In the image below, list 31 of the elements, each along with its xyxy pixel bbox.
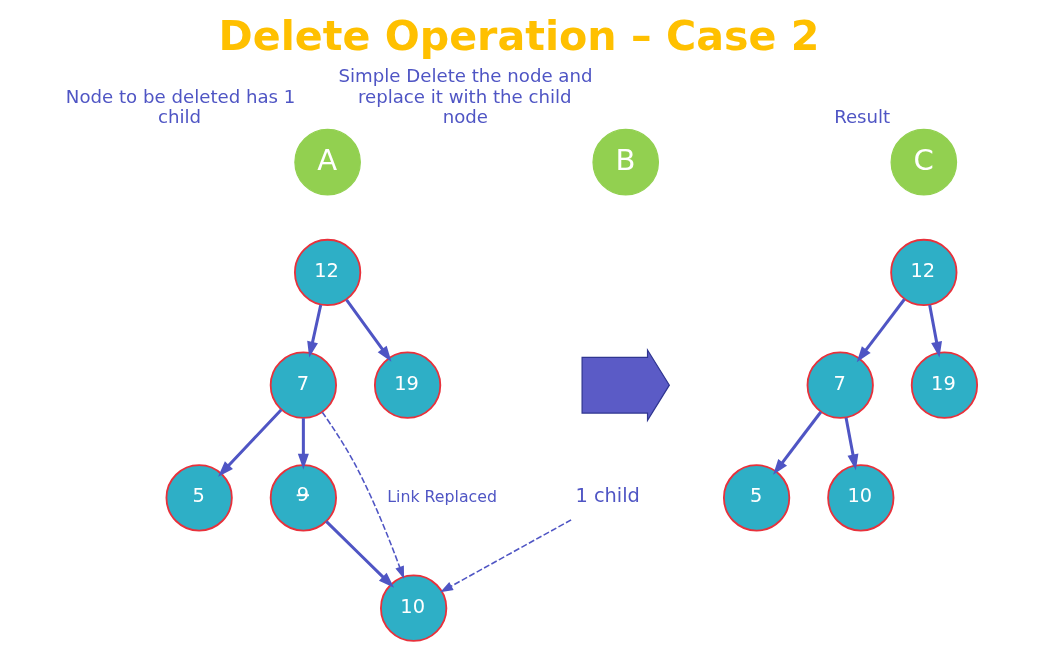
arrow [297,418,309,470]
arrow [345,298,392,362]
node-circle: 5 [165,464,233,532]
node-circle: A [294,128,361,196]
node-circle: 10 [827,464,895,532]
node-arrow [581,347,671,423]
arrow [773,411,823,475]
node-circle: 9 [269,464,337,532]
node-circle: 5 [722,464,791,532]
arrow [856,298,906,363]
arrow [440,519,572,593]
diagram-title: Delete Operation – Case 2 [218,11,820,60]
node-circle: 19 [910,351,979,419]
edge-label: Link Replaced [387,486,497,506]
node-circle: 12 [890,238,958,307]
node-circle: B [592,128,660,196]
node-text: 1 child [575,484,640,508]
arrow [928,304,942,358]
node-label: Node to be deleted has 1 child [65,85,296,128]
node-circle: 7 [806,351,874,419]
node-circle: 19 [373,351,442,419]
node-label: Result [834,106,891,128]
arrow [218,408,283,477]
node-circle: C [890,128,958,196]
arrow [844,417,859,471]
arrow [321,411,405,580]
node-circle: 7 [269,351,337,419]
arrow [307,304,323,358]
node-circle: 12 [293,238,362,307]
arrow [325,520,395,588]
node-label: Simple Delete the node and replace it with the child node [338,65,593,128]
